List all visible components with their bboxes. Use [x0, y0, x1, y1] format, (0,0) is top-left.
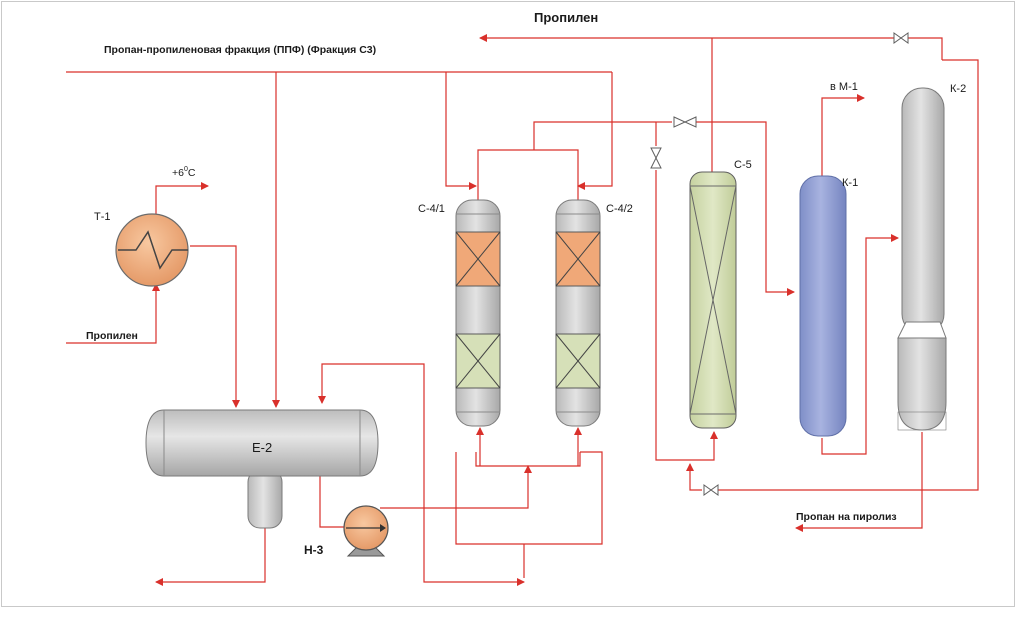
- c5-column: [689, 171, 737, 429]
- propane-out-line: [795, 432, 923, 532]
- valve-propylene-right: [900, 32, 909, 44]
- piping: [66, 34, 979, 586]
- c41-adsorber: [455, 199, 501, 427]
- valve-bypass-bottom: [650, 156, 662, 169]
- c4-bottom-loop-line: [455, 451, 603, 545]
- c4-top-manifold: [477, 149, 579, 202]
- t1-out-line: [155, 182, 209, 216]
- k2-reflux-line: [718, 59, 979, 491]
- e2-to-pump-line: [319, 476, 346, 528]
- return-to-e2-line: [318, 363, 425, 508]
- t1-to-e2-line: [190, 245, 240, 408]
- temperature-label: +60С: [172, 166, 196, 179]
- diagram-frame: [1, 1, 1015, 607]
- e2-drum: [145, 409, 379, 529]
- t1-label: Т-1: [94, 211, 111, 223]
- k2-label: К-2: [950, 83, 966, 95]
- propane-out-label: Пропан на пиролиз: [796, 511, 897, 523]
- pump-out-line: [380, 465, 532, 509]
- propylene-in-label: Пропилен: [86, 330, 138, 342]
- c5-bypass-line: [655, 170, 718, 461]
- propylene-title: Пропилен: [534, 10, 598, 25]
- k1-to-m1-line: [821, 94, 865, 178]
- k2-top-line: [908, 37, 943, 60]
- e2-drain-line: [155, 527, 266, 586]
- c41-label: С-4/1: [418, 203, 445, 215]
- valves: [650, 32, 909, 496]
- valve-reflux-right: [710, 484, 719, 496]
- c42-label: С-4/2: [606, 203, 633, 215]
- feed-to-c42-line: [577, 72, 613, 190]
- labels: Пропилен Пропан-пропиленовая фракция (ПП…: [86, 10, 966, 557]
- k2-reflux-to-c5: [686, 463, 702, 491]
- valve-reflux-left: [703, 484, 712, 496]
- c42-adsorber: [555, 199, 601, 427]
- h3-pump: [343, 505, 389, 557]
- h3-label: Н-3: [304, 543, 324, 557]
- t1-heat-exchanger: [115, 213, 189, 287]
- feed-to-c41-line: [445, 72, 477, 190]
- to-k1-line: [696, 121, 795, 296]
- bottom-loop-line: [423, 508, 525, 586]
- k1-label: К-1: [842, 177, 858, 189]
- propylene-in-line: [66, 283, 160, 344]
- c4-regen-manifold: [475, 452, 581, 467]
- to-m1-label: в М-1: [830, 81, 858, 93]
- valve-c4-out-left: [673, 116, 687, 128]
- feed-label: Пропан-пропиленовая фракция (ППФ) (Фракц…: [104, 44, 376, 56]
- k1-to-k2-line: [821, 234, 899, 455]
- k2-column: [897, 87, 947, 431]
- c4-out-line: [533, 121, 656, 150]
- k1-column: [799, 175, 847, 437]
- valve-propylene-left: [893, 32, 902, 44]
- e2-label: Е-2: [252, 440, 272, 455]
- valve-c4-out-right: [683, 116, 697, 128]
- valve-bypass-top: [650, 147, 662, 160]
- c5-label: С-5: [734, 159, 752, 171]
